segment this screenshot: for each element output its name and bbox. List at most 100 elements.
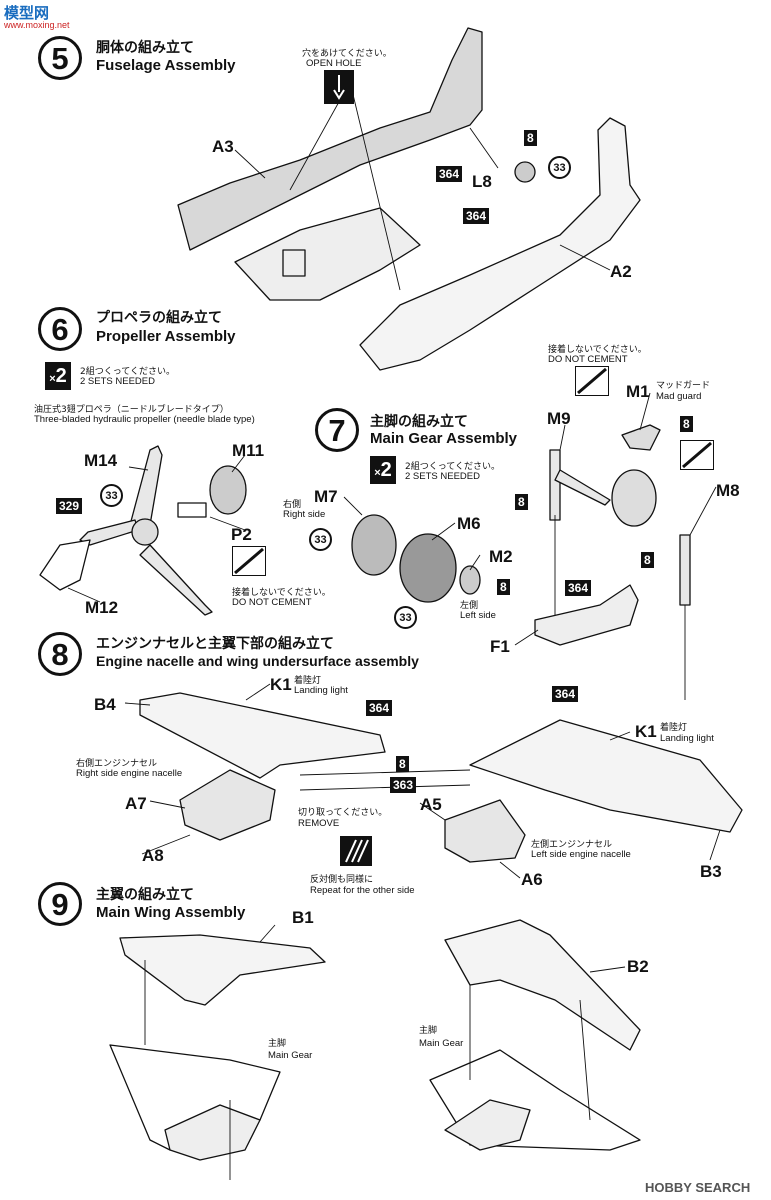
part-f1: F1 [490, 637, 510, 656]
l-nacelle-jp: 左側エンジンナセル [531, 840, 613, 850]
watermark-logo-bottom: HOBBY SEARCH [645, 1180, 751, 1195]
part-k1-right: K1 [635, 722, 657, 741]
part-l8: L8 [472, 172, 492, 191]
step-6-title-en: Propeller Assembly [96, 328, 236, 345]
step-5-number: 5 [38, 36, 82, 80]
right-side-en: Right side [283, 509, 326, 520]
part-k1-left: K1 [270, 675, 292, 694]
landing-light-en-right: Landing light [660, 733, 714, 744]
no-cement-icon-p2 [232, 546, 266, 576]
fuselage-half-a3 [177, 27, 483, 251]
propeller-blade-down [139, 544, 213, 616]
mud-guard-en: Mad guard [656, 391, 702, 402]
no-cement-icon-m8 [680, 440, 714, 470]
color-33-m6: 33 [394, 606, 417, 629]
color-8-l8: 8 [524, 130, 537, 146]
color-8-m1: 8 [680, 416, 693, 432]
part-p2: P2 [231, 525, 252, 544]
part-m6: M6 [457, 514, 481, 533]
part-a3: A3 [212, 137, 234, 156]
nacelle-a7 [179, 769, 276, 841]
x2-sets-badge-gear: ×2 [370, 456, 396, 484]
tire-m6 [399, 533, 457, 603]
no-cement-en-p2: DO NOT CEMENT [232, 597, 312, 608]
color-364-b3: 364 [552, 686, 579, 702]
part-b4: B4 [94, 695, 116, 714]
step-8-title-jp: エンジンナセルと主翼下部の組み立て [96, 636, 334, 652]
step-8-title-en: Engine nacelle and wing undersurface ass… [96, 653, 419, 669]
r-nacelle-en: Right side engine nacelle [76, 768, 183, 779]
part-m2: M2 [489, 547, 513, 566]
color-33-m7: 33 [309, 528, 332, 551]
repeat-jp: 反対側も同様に [310, 875, 374, 885]
propeller-blade-up [129, 445, 163, 526]
right-side-jp: 右側 [283, 500, 302, 510]
sets-jp-prop: 2組つくってください。 [80, 367, 176, 377]
propeller-blade-left [79, 519, 139, 546]
color-364-b4: 364 [366, 700, 393, 716]
part-a7: A7 [125, 794, 147, 813]
color-363-nacelle: 363 [390, 777, 417, 793]
mud-guard-m1 [621, 424, 661, 451]
propeller-hub [131, 518, 159, 546]
drill-icon [324, 70, 354, 104]
color-8-m9: 8 [515, 494, 528, 510]
backplate [209, 465, 247, 515]
no-cement-en-gear: DO NOT CEMENT [548, 354, 628, 365]
wing-upper-b2 [444, 919, 641, 1051]
part-m1: M1 [626, 382, 650, 401]
nacelle-left [164, 1104, 261, 1161]
watermark-url-top: www.moxing.net [4, 20, 70, 30]
part-b1: B1 [292, 908, 314, 927]
part-a5: A5 [420, 795, 442, 814]
part-m9: M9 [547, 409, 571, 428]
color-33-prop: 33 [100, 484, 123, 507]
remove-en: REMOVE [298, 818, 340, 829]
l-nacelle-en: Left side engine nacelle [531, 849, 631, 860]
main-gear-en-right: Main Gear [419, 1038, 464, 1049]
gear-wheel [611, 469, 657, 527]
no-cement-jp-gear: 接着しないでください。 [548, 345, 647, 355]
x2-sets-badge-prop: ×2 [45, 362, 71, 390]
landing-light-jp-right: 着陸灯 [660, 723, 688, 733]
step-9-title-en: Main Wing Assembly [96, 904, 246, 921]
sets-jp-gear: 2組つくってください。 [405, 462, 501, 472]
bay-f1 [534, 584, 639, 646]
landing-light-en-left: Landing light [294, 685, 348, 696]
color-364-f1: 364 [565, 580, 592, 596]
remove-jp: 切り取ってください。 [298, 808, 388, 818]
step-6-title-jp: プロペラの組み立て [96, 310, 222, 326]
step-5-title-en: Fuselage Assembly [96, 57, 236, 74]
gear-leg-m8 [679, 534, 691, 606]
sets-en-gear: 2 SETS NEEDED [405, 471, 480, 482]
main-gear-jp-left: 主脚 [268, 1039, 287, 1049]
step-7-number: 7 [315, 408, 359, 452]
step-8-number: 8 [38, 632, 82, 676]
bulkhead [282, 249, 306, 277]
part-m12: M12 [85, 598, 119, 617]
part-a6: A6 [521, 870, 543, 889]
left-side-jp: 左側 [460, 601, 479, 611]
tail-wheel [514, 161, 536, 183]
nacelle-right [444, 1099, 531, 1151]
left-side-en: Left side [460, 610, 496, 621]
color-364-a2: 364 [463, 208, 490, 224]
wing-under-b3 [469, 719, 743, 833]
shaft [177, 502, 207, 518]
main-gear-jp-right: 主脚 [419, 1026, 438, 1036]
part-m8: M8 [716, 481, 740, 500]
part-b3: B3 [700, 862, 722, 881]
part-m7: M7 [314, 487, 338, 506]
gear-strut [554, 469, 611, 506]
part-m11: M11 [232, 441, 265, 460]
cut-icon [340, 836, 372, 866]
no-cement-icon-m9 [575, 366, 609, 396]
hub-m2 [459, 565, 481, 595]
step-9-number: 9 [38, 882, 82, 926]
part-a2: A2 [610, 262, 632, 281]
repeat-en: Repeat for the other side [310, 885, 415, 896]
nacelle-a5 [444, 799, 526, 863]
step-5-title-jp: 胴体の組み立て [96, 40, 194, 56]
color-8-nacelle: 8 [396, 756, 409, 772]
